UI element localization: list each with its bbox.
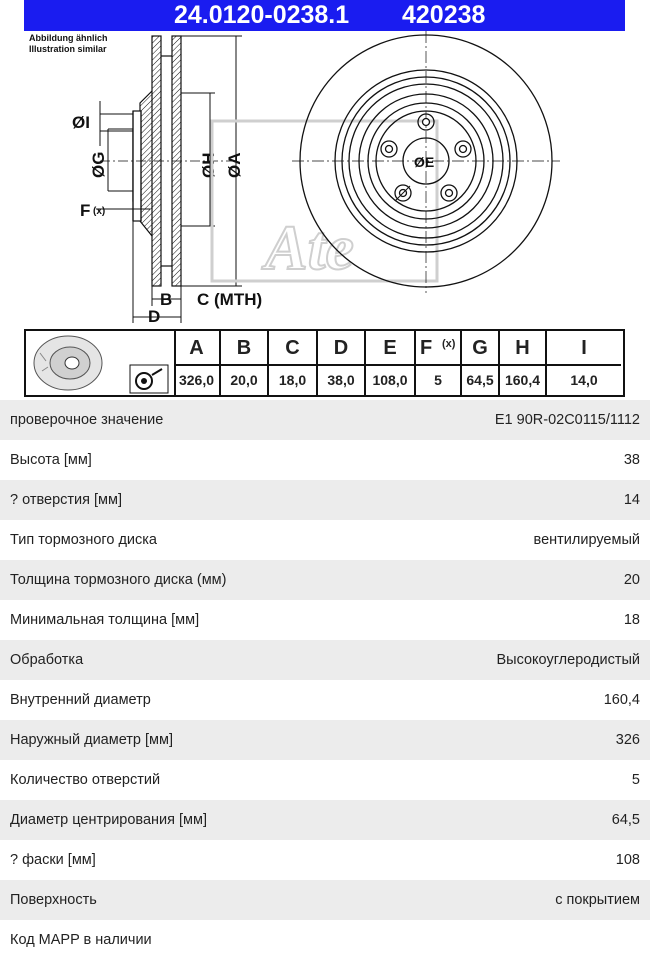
dim-label-f-sub: (x) — [93, 206, 105, 217]
dim-label-d: D — [148, 307, 160, 326]
disc-thumbnail — [26, 331, 176, 395]
spec-row: Количество отверстий 5 — [0, 760, 650, 800]
spec-value: 20 — [623, 572, 640, 588]
dim-value-b: 20,0 — [221, 366, 269, 395]
watermark-text: Ate — [261, 212, 354, 283]
dim-label-i: ØI — [72, 113, 90, 132]
dim-header-b: B — [221, 331, 269, 366]
dim-label-a: ØA — [225, 153, 244, 179]
spec-value: 160,4 — [603, 692, 640, 708]
dim-header-h: H — [500, 331, 547, 366]
spec-label: Код MAPP в наличии — [10, 932, 152, 948]
brake-disc-technical-drawing: ØI ØG F (x) ØH ØA B C (MTH) D Ate — [72, 31, 560, 326]
dim-header-d: D — [318, 331, 366, 366]
dimension-labels: ØI ØG F (x) ØH ØA B C (MTH) D — [72, 113, 262, 326]
illustration-note: Abbildung ähnlich Illustration similar — [29, 33, 108, 55]
spec-value: 38 — [623, 452, 640, 468]
dim-value-d: 38,0 — [318, 366, 366, 395]
dim-value-i: 14,0 — [570, 372, 598, 388]
spec-row: Код MAPP в наличии — [0, 920, 650, 960]
gauge-icon — [129, 364, 169, 394]
spec-row: Высота [мм] 38 — [0, 440, 650, 480]
spec-row: Поверхность с покрытием — [0, 880, 650, 920]
spec-row: Наружный диаметр [мм] 326 — [0, 720, 650, 760]
spec-value: 5 — [631, 772, 640, 788]
spec-row: Внутренний диаметр 160,4 — [0, 680, 650, 720]
illustration-note-en: Illustration similar — [29, 44, 107, 54]
dim-value-f: 5 — [416, 366, 462, 395]
spec-value: вентилируемый — [533, 532, 640, 548]
dim-header-e: E — [366, 331, 416, 366]
spec-row: Минимальная толщина [мм] 18 — [0, 600, 650, 640]
spec-label: Внутренний диаметр — [10, 692, 151, 708]
dim-value-c: 18,0 — [269, 366, 318, 395]
spec-value: E1 90R-02C0115/1112 — [494, 412, 640, 428]
dim-header-f: F(x) — [416, 331, 462, 366]
brand-watermark: Ate — [210, 119, 439, 284]
dimension-lines — [96, 35, 242, 323]
spec-label: Обработка — [10, 652, 84, 668]
spec-row: Тип тормозного диска вентилируемый — [0, 520, 650, 560]
illustration-note-de: Abbildung ähnlich — [29, 33, 108, 43]
dim-value-a: 326,0 — [174, 366, 221, 395]
dim-value-h: 160,4 — [500, 366, 547, 395]
spec-label: проверочное значение — [10, 412, 164, 428]
alt-part-number: 420238 — [402, 1, 486, 29]
dim-header-c: C — [269, 331, 318, 366]
spec-label: Тип тормозного диска — [10, 532, 157, 548]
spec-row: проверочное значение E1 90R-02C0115/1112 — [0, 400, 650, 440]
spec-label: ? отверстия [мм] — [10, 492, 123, 508]
dim-value-g: 64,5 — [462, 366, 500, 395]
dim-header-g: G — [462, 331, 500, 366]
dim-label-h: ØH — [199, 153, 218, 179]
spec-row: ? фаски [мм] 108 — [0, 840, 650, 880]
spec-value: 14 — [623, 492, 640, 508]
disc-thumbnail-icon — [33, 335, 169, 394]
disc-front-view — [292, 31, 560, 293]
dim-label-b: B — [160, 290, 172, 309]
spec-row: ? отверстия [мм] 14 — [0, 480, 650, 520]
spec-label: ? фаски [мм] — [10, 852, 96, 868]
spec-label: Высота [мм] — [10, 452, 92, 468]
dim-label-e: ØE — [414, 154, 434, 170]
spec-value: Высокоуглеродистый — [496, 652, 640, 668]
dim-label-g: ØG — [89, 152, 108, 178]
spec-row: Диаметр центрирования [мм] 64,5 — [0, 800, 650, 840]
spec-row: Толщина тормозного диска (мм) 20 — [0, 560, 650, 600]
spec-value: 64,5 — [611, 812, 640, 828]
spec-label: Количество отверстий — [10, 772, 161, 788]
dim-header-a: A — [174, 331, 221, 366]
spec-value: 326 — [615, 732, 640, 748]
spec-value: с покрытием — [555, 892, 640, 908]
dim-label-c: C (MTH) — [197, 290, 262, 309]
spec-value: 18 — [623, 612, 640, 628]
part-number: 24.0120-0238.1 — [174, 1, 350, 29]
spec-label: Толщина тормозного диска (мм) — [10, 572, 227, 588]
spec-label: Минимальная толщина [мм] — [10, 612, 200, 628]
dim-header-f-sub: (x) — [442, 338, 456, 350]
spec-value: 108 — [615, 852, 640, 868]
dim-header-i: I — [547, 331, 621, 366]
spec-row: Обработка Высокоуглеродистый — [0, 640, 650, 680]
dim-label-f: F — [80, 201, 90, 220]
dim-value-e: 108,0 — [366, 366, 416, 395]
part-number-banner: 24.0120-0238.1 420238 — [24, 0, 625, 31]
spec-label: Наружный диаметр [мм] — [10, 732, 174, 748]
spec-label: Диаметр центрирования [мм] — [10, 812, 208, 828]
spec-label: Поверхность — [10, 892, 97, 908]
